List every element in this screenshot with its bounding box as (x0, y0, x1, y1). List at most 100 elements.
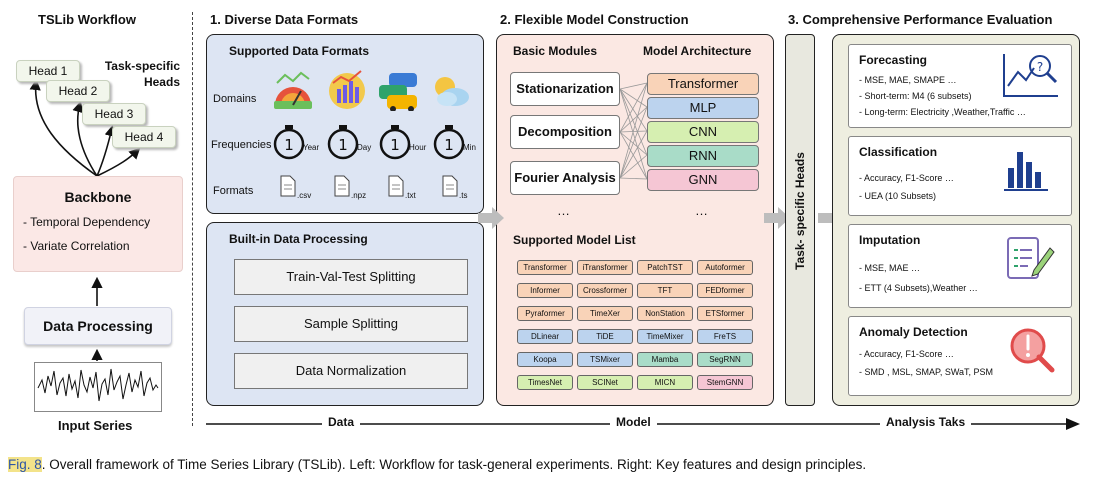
task-title: Anomaly Detection (859, 325, 968, 339)
arch-gnn: GNN (647, 169, 759, 191)
svg-text:1: 1 (338, 136, 348, 154)
model-chip: FEDformer (697, 283, 753, 298)
model-chip: TimesNet (517, 375, 573, 390)
model-chip: TSMixer (577, 352, 633, 367)
processing-normalization: Data Normalization (234, 353, 468, 389)
model-chip: DLinear (517, 329, 573, 344)
weather-cloud-icon (435, 77, 469, 106)
arrow-right-icon (764, 207, 790, 229)
model-chip: Koopa (517, 352, 573, 367)
svg-text:1: 1 (444, 136, 454, 154)
axis-label-data: Data (322, 415, 361, 429)
section-2-title: 2. Flexible Model Construction (500, 12, 689, 27)
task-item: - Short-term: M4 (6 subsets) (859, 91, 972, 101)
head-card-1: Head 1 (16, 60, 80, 82)
model-chip: Mamba (637, 352, 693, 367)
module-decomposition: Decomposition (510, 115, 620, 149)
task-heads-bar-label: Task- specific Heads (793, 152, 807, 270)
freq-day-label: Day (357, 143, 372, 152)
section-3-title: 3. Comprehensive Performance Evaluation (788, 12, 1053, 27)
module-stationarization: Stationarization (510, 72, 620, 106)
domains-label: Domains (213, 93, 257, 105)
svg-text:1: 1 (390, 136, 400, 154)
format-csv-label: .csv (297, 191, 312, 200)
model-chip: iTransformer (577, 260, 633, 275)
module-fourier-analysis: Fourier Analysis (510, 161, 620, 195)
task-specific-heads-label: Task-specific Heads (104, 59, 180, 89)
caption-text: . Overall framework of Time Series Libra… (41, 457, 867, 472)
task-item: - Accuracy, F1-Score … (859, 349, 954, 359)
model-chip: TimeMixer (637, 329, 693, 344)
arch-mlp: MLP (647, 97, 759, 119)
axis-label-model: Model (610, 415, 657, 429)
stopwatch-icon: 1 (379, 125, 411, 160)
freq-min-label: Min (463, 143, 476, 152)
format-txt-label: .txt (405, 191, 416, 200)
figure-number: Fig. 8 (8, 457, 42, 472)
model-chip: Crossformer (577, 283, 633, 298)
frequencies-label: Frequencies (211, 139, 272, 151)
freq-year-label: Year (303, 143, 320, 152)
bar-chart-icon (1004, 152, 1048, 191)
model-chip: StemGNN (697, 375, 753, 390)
arch-rnn: RNN (647, 145, 759, 167)
backbone-box: Backbone - Temporal Dependency - Variate… (13, 176, 183, 272)
svg-text:?: ? (1037, 60, 1043, 74)
task-classification: Classification - Accuracy, F1-Score … - … (848, 136, 1072, 216)
head-card-2: Head 2 (46, 80, 110, 102)
arrow-right-icon (478, 207, 504, 229)
task-item: - ETT (4 Subsets),Weather … (859, 283, 978, 293)
model-chip: MICN (637, 375, 693, 390)
task-title: Imputation (859, 233, 921, 247)
model-chip: NonStation (637, 306, 693, 321)
task-item: - MSE, MAE … (859, 263, 921, 273)
file-icon (334, 175, 350, 197)
model-chip: Informer (517, 283, 573, 298)
model-chip: Pyraformer (517, 306, 573, 321)
model-chip: PatchTST (637, 260, 693, 275)
supported-formats-title: Supported Data Formats (229, 44, 370, 58)
input-series-plot (34, 362, 162, 412)
model-chip: SCINet (577, 375, 633, 390)
format-ts-label: .ts (459, 191, 468, 200)
model-chip: FreTS (697, 329, 753, 344)
processing-train-val-test: Train-Val-Test Splitting (234, 259, 468, 295)
separator-dashed-line (192, 12, 193, 426)
head-card-3: Head 3 (82, 103, 146, 125)
task-title: Forecasting (859, 53, 928, 67)
model-chip: TFT (637, 283, 693, 298)
stopwatch-icon: 1 (273, 125, 305, 160)
data-processing-box: Data Processing (24, 307, 172, 345)
backbone-item: - Temporal Dependency (23, 215, 151, 229)
file-icon (388, 175, 404, 197)
file-icon (280, 175, 296, 197)
data-formats-panel: Supported Data Formats Domains Frequenci… (206, 34, 484, 214)
model-chip: TimeXer (577, 306, 633, 321)
task-heads-bar (785, 34, 815, 406)
axis-label-analysis: Analysis Taks (880, 415, 972, 429)
model-list-title: Supported Model List (513, 233, 636, 247)
task-item: - Long-term: Electricity ,Weather,Traffi… (859, 107, 1026, 117)
model-architecture-title: Model Architecture (643, 44, 752, 58)
figure-caption: Fig. 8. Overall framework of Time Series… (8, 457, 866, 472)
task-item: - SMD , MSL, SMAP, SWaT, PSM (859, 367, 994, 377)
basic-modules-title: Basic Modules (513, 44, 598, 58)
modules-ellipsis: … (557, 203, 570, 218)
alert-magnifier-icon (1010, 328, 1055, 373)
section-1-title: 1. Diverse Data Formats (210, 12, 359, 27)
backbone-title: Backbone (64, 189, 132, 205)
stopwatch-icon: 1 (433, 125, 465, 160)
backbone-item: - Variate Correlation (23, 239, 130, 253)
model-chip: TiDE (577, 329, 633, 344)
head-card-4: Head 4 (112, 126, 176, 148)
finance-chart-icon (329, 70, 365, 109)
processing-sample-splitting: Sample Splitting (234, 306, 468, 342)
stopwatch-icon: 1 (327, 125, 359, 160)
builtin-processing-title: Built-in Data Processing (229, 232, 368, 246)
task-title: Classification (859, 145, 938, 159)
format-npz-label: .npz (351, 191, 367, 200)
forecast-magnifier-icon: ? (1003, 54, 1058, 97)
traffic-cars-icon (379, 73, 417, 111)
workflow-arrows (29, 78, 159, 402)
file-icon (442, 175, 458, 197)
